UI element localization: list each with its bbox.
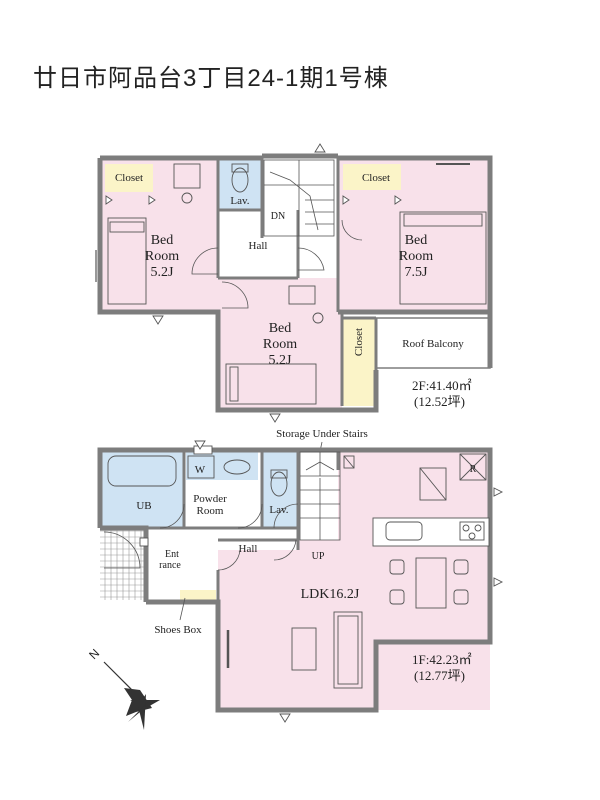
shoes-callout-line [179,597,186,621]
powder-label-1: Powder [193,493,227,505]
bed-left-label-2: Room [145,249,179,264]
windows-1f [194,440,504,723]
bed-right-label-1: Bed [405,233,428,248]
closet-left-2f-label: Closet [115,172,143,184]
entrance-porch [100,528,146,600]
doors-1f [103,503,299,571]
area-1f-tsubo: (12.77坪) [414,668,465,683]
closet-left-2f [105,164,153,192]
stair-2f [262,158,338,238]
hall-2f-label: Hall [249,240,268,252]
bed-left-label-3: 5.2J [151,265,175,280]
ldk-label: LDK16.2J [301,587,360,602]
lav-1f [262,450,298,528]
roof-balcony-label: Roof Balcony [402,338,464,350]
furniture-2f [107,163,487,405]
shoes-box-label: Shoes Box [154,624,202,636]
area-1f: 1F:42.23㎡ [412,652,472,667]
hall-1f-label: Hall [239,543,258,555]
entrance-floor [146,530,186,600]
bed-right-label-2: Room [399,249,433,264]
second-floor: Closet Bed Room 5.2J Lav. DN Hall Closet… [95,143,493,423]
lav-2f-label: Lav. [230,195,249,207]
shoes-box [180,590,216,602]
windows-2f [95,143,402,423]
first-floor: W UB Powder Room Lav. Hall Ent rance UP … [97,440,504,723]
closet-mid-2f-label: Closet [353,328,365,356]
bedroom-mid-2f [218,278,342,410]
w-label: W [195,464,206,476]
stair-1f [298,450,344,540]
ent-label-2: rance [159,560,181,571]
ub-label: UB [136,500,151,512]
compass-rose: N [86,646,160,730]
walls-1f [97,447,493,713]
plan-title: 廿日市阿品台3丁目24-1期1号棟 [33,65,389,92]
closet-right-2f [343,164,401,190]
storage-under-stairs-label: Storage Under Stairs [276,428,368,440]
bed-mid-label-3: 5.2J [269,353,293,368]
dn-label: DN [271,211,285,222]
bed-right-label-3: 7.5J [405,265,429,280]
roof-balcony [376,318,490,368]
r-label: R [470,464,477,475]
bed-left-label-1: Bed [151,233,174,248]
stairs-1f [299,451,341,541]
stairs-2f [263,159,335,237]
area-2f: 2F:41.40㎡ [412,378,472,393]
powder-label-2: Room [197,505,224,517]
up-label: UP [312,551,325,562]
furniture-1f [107,445,490,689]
lav-1f-label: Lav. [269,504,288,516]
area-2f-tsubo: (12.52坪) [414,394,465,409]
bed-mid-label-2: Room [263,337,297,352]
lav-2f [218,158,262,210]
bed-mid-label-1: Bed [269,321,292,336]
compass-n-label: N [86,646,102,662]
closet-mid-2f [342,318,376,406]
ent-label-1: Ent [165,549,179,560]
doors-2f [191,219,363,309]
closet-right-2f-label: Closet [362,172,390,184]
